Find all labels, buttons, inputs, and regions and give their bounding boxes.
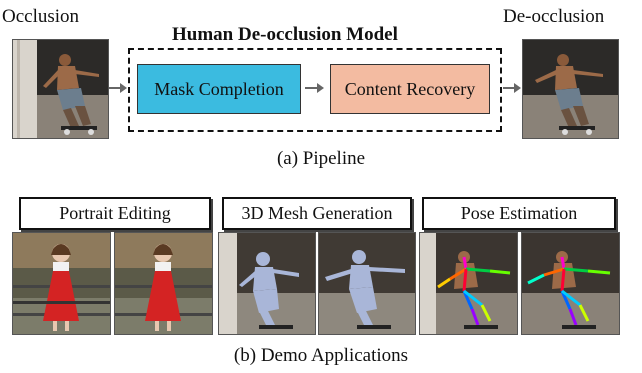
occluded-input-image	[12, 39, 109, 139]
mesh-image-1	[218, 232, 316, 335]
mask-completion-box: Mask Completion	[137, 64, 301, 114]
arrow-to-model	[109, 83, 127, 93]
deoccluded-output-image	[522, 39, 619, 139]
app-3d-mesh-generation: 3D Mesh Generation	[222, 197, 412, 230]
app-portrait-editing: Portrait Editing	[19, 197, 211, 230]
mesh-image-2	[318, 232, 416, 335]
deocclusion-label: De-occlusion	[503, 6, 605, 27]
app-pose-estimation: Pose Estimation	[422, 197, 616, 230]
demo-caption: (b) Demo Applications	[233, 345, 409, 366]
model-container	[128, 48, 502, 132]
content-recovery-box: Content Recovery	[330, 64, 490, 114]
portrait-input-image	[12, 232, 111, 335]
model-title: Human De-occlusion Model	[172, 24, 398, 45]
pose-image-1	[419, 232, 518, 335]
pipeline-caption: (a) Pipeline	[276, 148, 366, 169]
arrow-to-output	[503, 83, 521, 93]
portrait-edited-image	[114, 232, 213, 335]
pose-image-2	[521, 232, 620, 335]
arrow-mask-to-content	[305, 83, 324, 93]
occlusion-label: Occlusion	[2, 6, 80, 27]
